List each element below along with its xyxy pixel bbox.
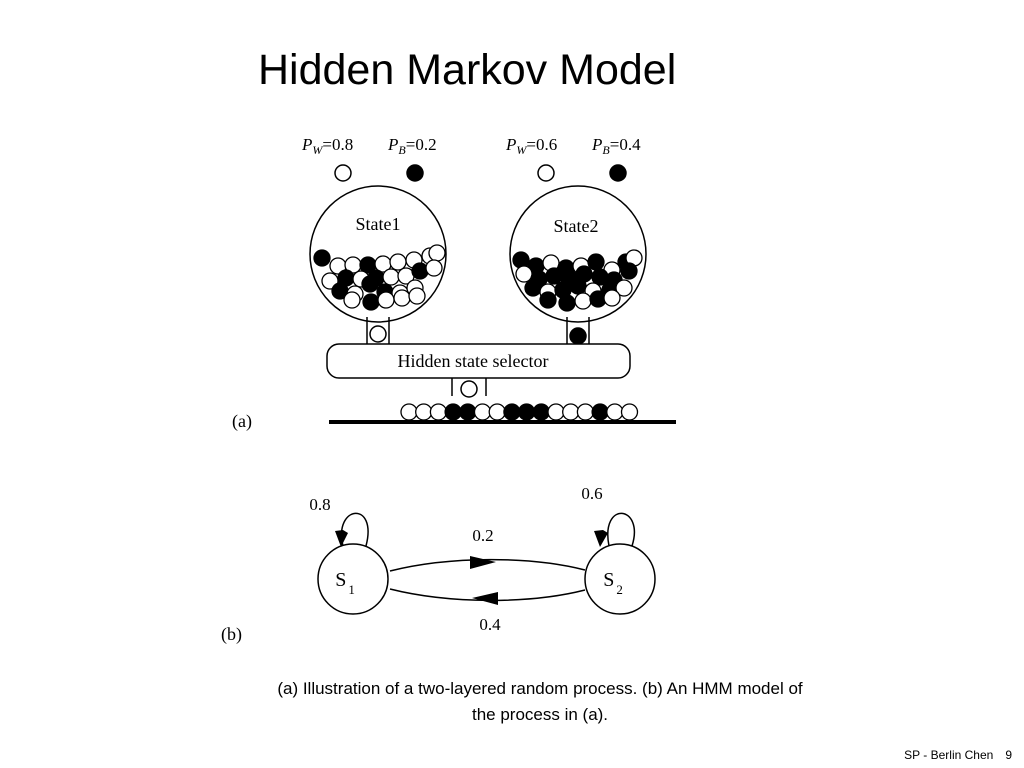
transition-s2-s1-prob: 0.4 [479,615,501,634]
transition-s1-to-s2 [389,558,586,572]
urn-ball [569,277,587,295]
self-loop-s1 [340,512,369,547]
urn-ball [408,287,426,305]
urn-ball [425,259,443,277]
output-ball [444,403,462,421]
output-ball [473,403,492,421]
urn-ball [545,267,563,285]
hidden-state-selector-label: Hidden state selector [398,351,549,371]
legend-white-ball-state2 [537,164,555,182]
legend-white-ball-state1 [334,164,352,182]
state-s2-node [584,543,656,615]
output-chute-ball [460,380,478,398]
self-loop-s2 [607,512,635,547]
state1-pw-label: PW=0.8 [301,135,353,157]
output-ball [459,403,477,421]
output-ball [547,403,565,421]
output-ball [517,403,536,421]
urn-ball [389,253,407,271]
self-loop-s1-arrowhead [335,530,348,547]
urn-ball [512,251,530,269]
urn-ball [603,289,621,307]
state-s1-node [317,543,389,615]
panel-label-b: (b) [221,624,242,645]
urn-ball [524,279,542,297]
self-loop-s2-arrowhead [594,530,608,547]
transition-s1-to-s2-arrowhead [470,556,496,569]
caption-line-1: (a) Illustration of a two-layered random… [277,679,803,698]
output-ball [576,403,595,421]
state2-pw-label: PW=0.6 [505,135,557,157]
urn-ball [382,268,400,286]
transition-s2-to-s1-arrowhead [472,592,498,605]
urn-ball [574,292,592,310]
slide-footer: SP - Berlin Chen 9 [904,748,1012,762]
legend-black-ball-state2 [609,164,627,182]
urn-ball [558,294,576,312]
urn-ball [515,265,533,283]
transition-s1-s2-prob: 0.2 [472,526,493,545]
output-ball [620,403,639,421]
hidden-state-selector-box [326,343,631,379]
urn-state2-balls [512,249,643,312]
chute-state2-ball [569,327,587,345]
self-loop-s2-prob: 0.6 [581,484,602,503]
legend-black-ball-state1 [406,164,424,182]
output-ball [562,403,580,421]
state2-pb-label: PB=0.4 [591,135,641,157]
chute-state1-ball [369,325,387,343]
output-ball [606,403,624,421]
urn-ball [362,293,380,311]
urn-ball [313,249,331,267]
urn-ball [587,253,605,271]
urn-ball [393,289,411,307]
output-ball [503,403,521,421]
slide-title: Hidden Markov Model [258,46,677,94]
urn-ball [361,275,379,293]
caption-line-2: the process in (a). [471,705,609,724]
urn-ball [539,291,557,309]
panel-label-a: (a) [232,411,252,432]
output-ball [488,403,506,421]
figure-caption: (a) Illustration of a two-layered random… [200,676,880,728]
state1-pb-label: PB=0.2 [387,135,437,157]
output-ball [429,403,448,421]
urn-ball [428,244,446,262]
output-ball [532,403,550,421]
urn-state1-balls [313,244,446,311]
self-loop-s1-prob: 0.8 [309,495,330,514]
urn-ball [343,291,361,309]
urn-state1-label: State1 [356,214,401,234]
page-number: 9 [1005,748,1012,762]
output-sequence [400,403,639,421]
urn-ball [620,262,638,280]
output-ball [415,403,433,421]
output-ball [400,403,418,421]
urn-ball [615,279,633,297]
urn-state2-label: State2 [554,216,599,236]
urn-ball [377,291,395,309]
output-ball [591,403,609,421]
urn-ball [411,262,429,280]
footer-text: SP - Berlin Chen [904,748,994,762]
